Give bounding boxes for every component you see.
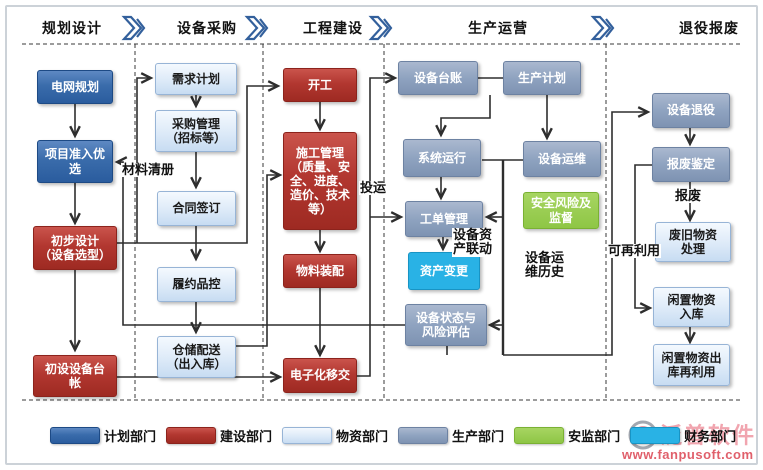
- phase-arrow-icon: [121, 15, 146, 41]
- node-warehouse-distribution: 仓储配送 （出入库）: [157, 336, 236, 378]
- legend-swatch-material: [282, 427, 333, 444]
- flow-label-om-history: 设备运 维历史: [524, 250, 566, 280]
- phase-grid: [22, 43, 741, 401]
- phase-title-4: 生产运营: [468, 20, 528, 36]
- node-contract-signing: 合同签订: [157, 191, 236, 226]
- phase-title-3: 工程建设: [303, 20, 363, 36]
- legend-label-plan: 计划部门: [104, 429, 157, 444]
- legend-label-production: 生产部门: [452, 429, 505, 444]
- node-production-plan: 生产计划: [503, 61, 581, 95]
- node-condition-risk-assessment: 设备状态与 风险评估: [405, 304, 487, 346]
- node-equipment-ledger: 设备台账: [398, 61, 478, 95]
- flow-label-asset-linkage: 设备资 产联动: [452, 227, 494, 257]
- node-performance-quality-control: 履约品控: [157, 267, 236, 302]
- node-idle-material-reuse: 闲置物资出 库再利用: [653, 344, 730, 386]
- node-equipment-decommission: 设备退役: [652, 93, 730, 128]
- legend-swatch-finance: [630, 427, 681, 444]
- node-grid-planning: 电网规划: [37, 70, 113, 104]
- node-demand-plan: 需求计划: [155, 63, 237, 95]
- legend-item-plan: 计划部门: [50, 426, 156, 445]
- legend-item-finance: 财务部门: [630, 426, 736, 445]
- node-procurement-mgmt: 采购管理 （招标等）: [155, 110, 237, 152]
- node-electronic-handover: 电子化移交: [283, 358, 357, 393]
- flow-label-reusable: 可再利用: [607, 243, 662, 259]
- legend-label-finance: 财务部门: [684, 429, 737, 444]
- edge-condition-feedback-to-access: [114, 156, 405, 326]
- flow-label-commissioning: 投运: [359, 180, 388, 196]
- phase-arrow-icon: [590, 15, 615, 41]
- edge-prodplan-to-system: [435, 95, 491, 138]
- phase-title-5: 退役报废: [679, 20, 739, 36]
- phase-title-1: 规划设计: [42, 20, 102, 36]
- legend: 计划部门 建设部门 物资部门 生产部门 安监部门 财务部门: [50, 426, 736, 445]
- node-project-access-selection: 项目准入优 选: [37, 140, 113, 183]
- node-system-operation: 系统运行: [403, 139, 481, 177]
- legend-label-build: 建设部门: [220, 429, 273, 444]
- legend-item-safety: 安监部门: [514, 426, 620, 445]
- node-equipment-om: 设备运维: [523, 141, 601, 177]
- edge-handover-to-equipledger: [357, 72, 398, 377]
- phase-title-2: 设备采购: [177, 20, 237, 36]
- edge-appraisal-to-idlestorage: [634, 164, 653, 314]
- node-idle-material-storage: 闲置物资 入库: [653, 287, 730, 327]
- node-construction-start: 开工: [283, 68, 357, 102]
- legend-label-material: 物资部门: [336, 429, 389, 444]
- node-initial-equipment-ledger: 初设设备台 帐: [33, 355, 117, 397]
- node-preliminary-design: 初步设计 （设备选型）: [33, 226, 117, 270]
- edge-design-to-demand: [136, 72, 154, 243]
- legend-swatch-production: [398, 427, 449, 444]
- node-asset-change: 资产变更: [408, 252, 480, 290]
- legend-label-safety: 安监部门: [568, 429, 621, 444]
- node-safety-risk-supervision: 安全风险及 监督: [523, 192, 599, 229]
- node-waste-material-disposal: 废旧物资 处理: [655, 222, 731, 262]
- legend-swatch-plan: [50, 427, 100, 444]
- phase-arrow-icon: [244, 15, 269, 41]
- edge-condition-to-decommission: [503, 106, 651, 356]
- node-construction-mgmt: 施工管理 （质量、安 全、进度、 造价、技术 等）: [283, 132, 357, 230]
- legend-swatch-build: [166, 427, 217, 444]
- node-scrap-appraisal: 报废鉴定: [652, 147, 730, 182]
- flow-label-materials-list: 材料清册: [121, 162, 176, 178]
- legend-item-material: 物资部门: [282, 426, 388, 445]
- flow-label-scrap: 报废: [674, 188, 703, 204]
- edge-warehouse-to-construction: [236, 169, 283, 347]
- legend-swatch-safety: [514, 427, 565, 444]
- edge-design-to-start: [117, 80, 281, 244]
- phase-arrow-icon: [368, 15, 393, 41]
- node-material-assembly: 物料装配: [283, 254, 357, 288]
- legend-item-build: 建设部门: [166, 426, 272, 445]
- legend-item-production: 生产部门: [398, 426, 504, 445]
